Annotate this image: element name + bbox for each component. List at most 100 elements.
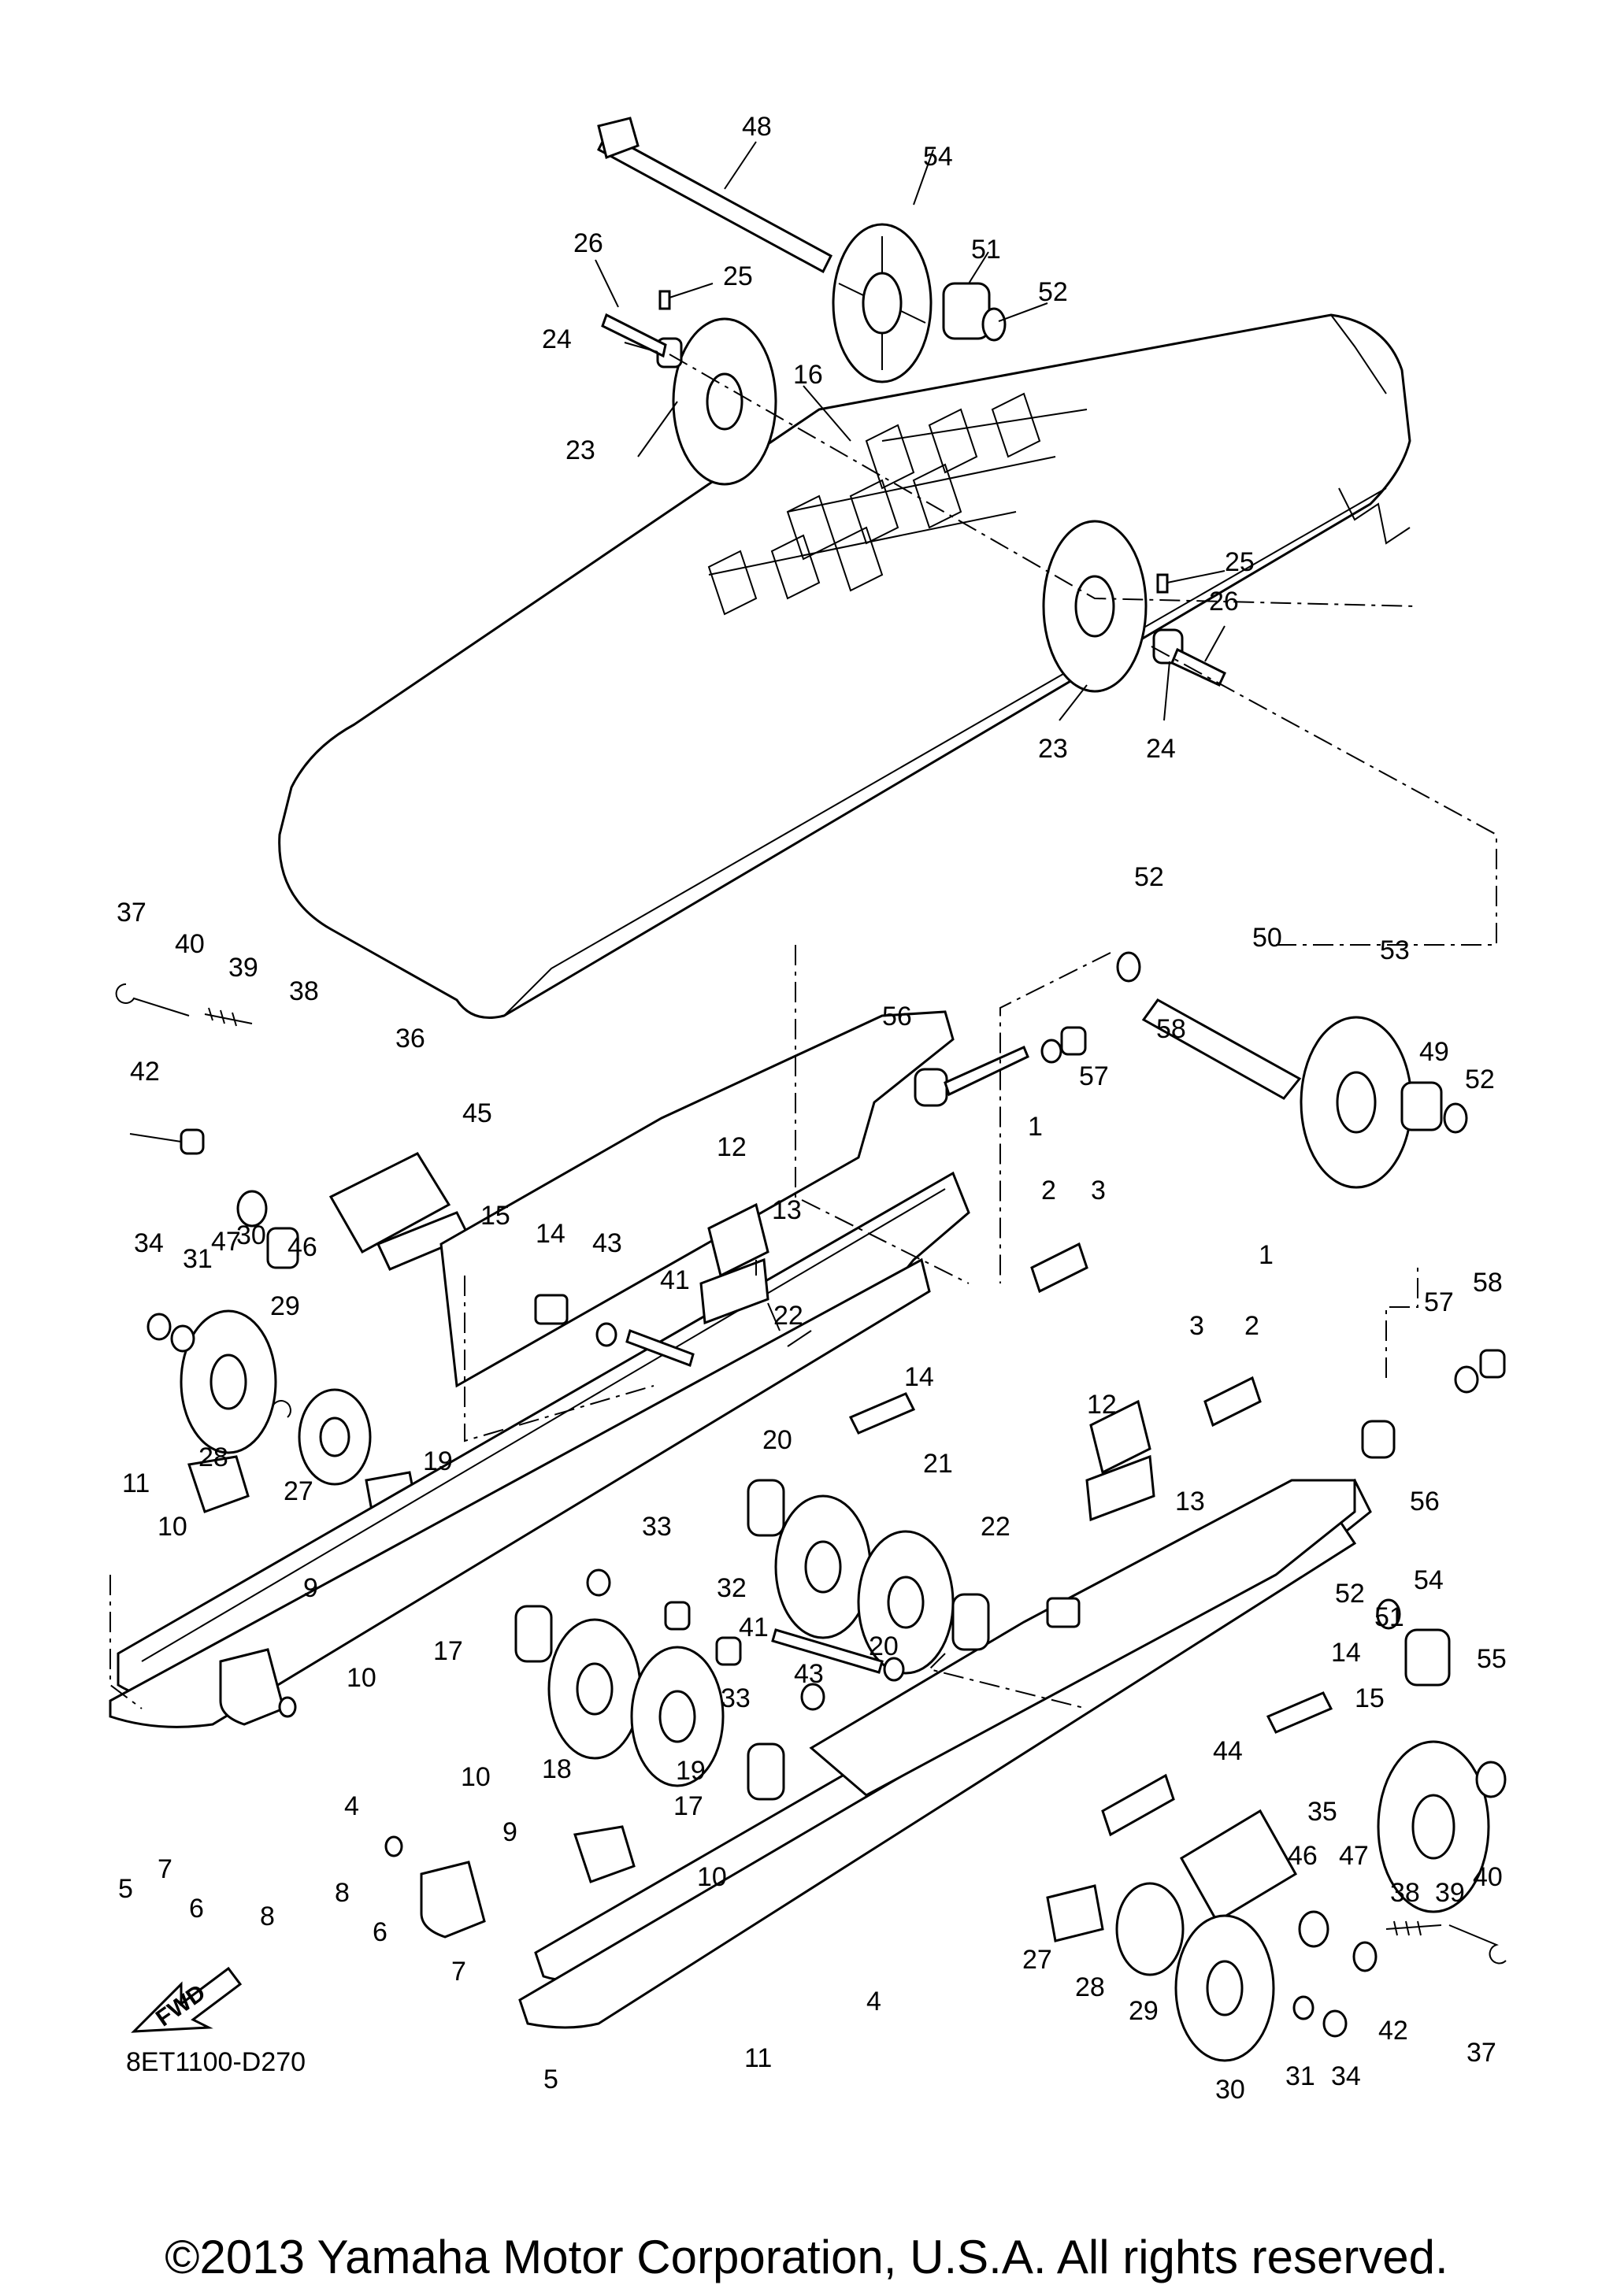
rubber-6-left [219,1648,285,1726]
callout: 52 [1465,1065,1495,1094]
callout: 48 [742,112,772,142]
washer-33-a [586,1568,611,1597]
callout: 58 [1473,1268,1503,1298]
callout: 27 [1022,1945,1052,1975]
plate-44-right [1101,1773,1175,1837]
rear-axle [597,117,832,274]
callout: 12 [1087,1390,1117,1420]
washer-52 [981,307,1007,342]
callout: 34 [134,1228,164,1258]
right-slide-rail [518,1478,1372,2029]
collar-56-lower [1361,1420,1396,1459]
callout: 52 [1335,1579,1365,1609]
callout: 2 [1041,1176,1056,1205]
track-lugs [707,392,1088,616]
callout: 47 [1339,1841,1369,1871]
washer-31-left [170,1324,195,1353]
adjuster-36-left [328,1152,451,1254]
callout: 31 [183,1244,213,1274]
callout: 31 [1285,2061,1315,2091]
callout: 2 [1244,1311,1259,1341]
callout: 21 [923,1449,953,1479]
callout: 56 [1410,1487,1440,1516]
washer-52-lower [1376,1598,1401,1630]
washer-52-b [1443,1102,1468,1134]
callout: 34 [1331,2061,1361,2091]
callout: 25 [723,261,753,291]
callout: 13 [772,1195,802,1225]
callout: 44 [1213,1736,1243,1766]
callout: 33 [721,1683,751,1713]
rubber-6-right [420,1861,486,1939]
plate-2-right [1203,1376,1262,1428]
collar-32-b [715,1636,742,1666]
nut-55 [1475,1761,1507,1798]
block-14-right [1046,1597,1081,1628]
nut-42-right [1352,1941,1378,1972]
collar-51 [942,282,991,340]
callout: 9 [303,1573,318,1603]
callout: 16 [793,360,823,390]
callout: 15 [1355,1683,1385,1713]
callout: 19 [676,1756,706,1786]
callout: 54 [923,142,953,172]
callout: 20 [762,1425,792,1455]
callout: 10 [697,1862,727,1892]
collar-56-top [914,1068,948,1107]
collar-32-a [664,1601,691,1631]
block-14-rear [1266,1691,1333,1734]
collar-46-left [266,1227,299,1269]
callout: 25 [1225,547,1255,577]
callout: 39 [1435,1878,1465,1908]
block-12-left [707,1202,769,1278]
spring-39-left [204,1007,253,1027]
pin-37-left [115,983,190,1017]
callout: 3 [1091,1176,1106,1205]
callouts: 48 54 51 52 26 25 24 16 23 25 26 23 24 3… [117,112,1507,2105]
collar-51-lower [1404,1628,1451,1687]
callout: 3 [1189,1311,1204,1341]
washer-43-right [883,1657,905,1682]
nut-34-right [1322,2009,1348,2038]
bracket-13-right [1085,1454,1155,1522]
collar-20-a [747,1479,785,1537]
copyright-notice: ©2013 Yamaha Motor Corporation, U.S.A. A… [165,2231,1448,2283]
pin-37-right [1448,1924,1507,1965]
stopper-9-right [573,1825,636,1883]
slider-4-right [518,1517,1357,2029]
callout: 42 [1378,2016,1408,2046]
callout: 30 [1215,2075,1245,2105]
washer-43-left [595,1322,617,1347]
callout: 10 [347,1663,376,1693]
bracket-47-right [1298,1910,1329,1948]
bolt-56-top [944,1045,1029,1097]
callout: 18 [542,1754,572,1784]
callout: 15 [480,1201,510,1231]
callout: 45 [462,1098,492,1128]
callout: 24 [1146,734,1176,764]
nut-58-lower [1479,1349,1506,1379]
callout: 40 [1473,1862,1503,1892]
block-14-left [534,1294,569,1325]
leader-lines [129,141,1226,1347]
washer-57-lower [1454,1365,1479,1394]
callout: 41 [739,1613,769,1642]
callout: 47 [211,1227,241,1257]
callout: 11 [122,1468,150,1498]
bolt-41-left [625,1329,695,1367]
diagram-code: 8ET1100-D270 [126,2047,306,2077]
callout: 1 [1259,1240,1274,1270]
idler-wheel-23-lower [1042,520,1148,693]
washer-33-b [800,1683,825,1711]
upper-shaft-assembly [914,951,1468,1189]
callout: 29 [1129,1996,1159,2026]
callout: 26 [1209,587,1239,617]
callout: 46 [287,1232,317,1262]
callout: 6 [373,1917,387,1947]
wheel-53 [1300,1016,1413,1189]
callout: 7 [158,1854,172,1884]
callout: 51 [1374,1602,1404,1632]
callout: 4 [866,1987,881,2016]
bolt-41-right [771,1628,884,1674]
callout: 22 [981,1512,1010,1542]
